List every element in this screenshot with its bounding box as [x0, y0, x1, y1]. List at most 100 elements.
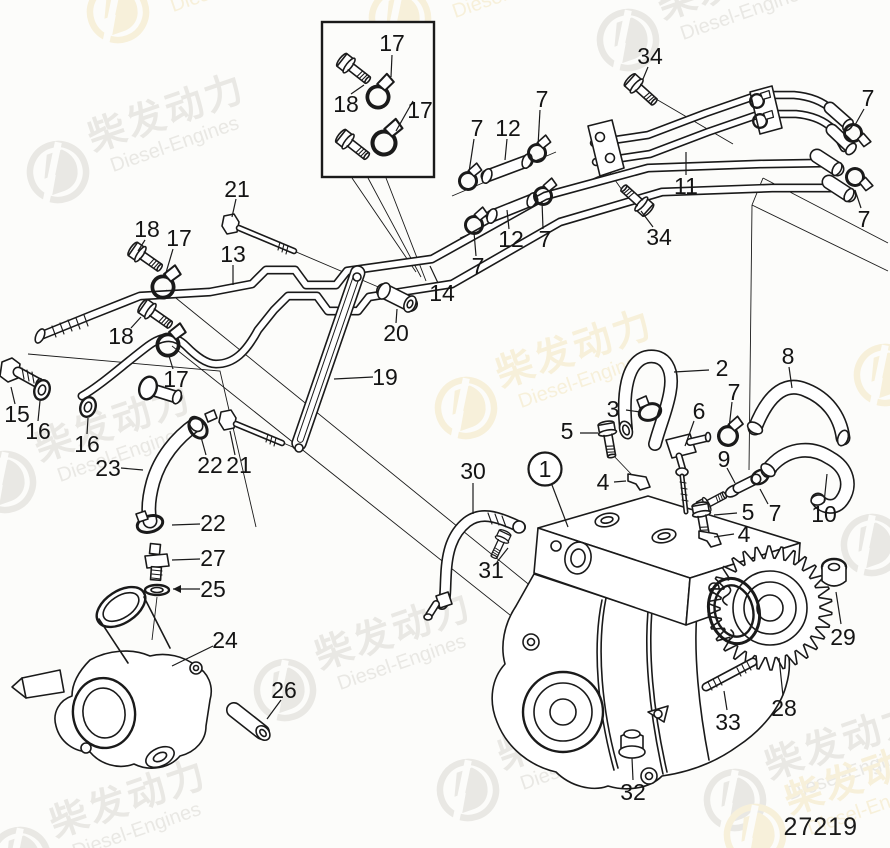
- callout-leader: [506, 209, 510, 230]
- stay-bracket: [291, 265, 366, 453]
- callout-leader: [854, 108, 865, 126]
- callout-34-3: 34: [637, 43, 663, 69]
- watermark-en-text: Diesel-Engines: [449, 0, 583, 23]
- callout-7-13: 7: [472, 253, 485, 279]
- callout-leader: [164, 248, 174, 277]
- callout-7-4: 7: [536, 86, 549, 112]
- callout-leader: [229, 430, 236, 456]
- callout-leader: [171, 523, 201, 526]
- callout-4-43: 4: [738, 521, 751, 547]
- callout-26-48: 26: [271, 677, 297, 703]
- watermark-logo-icon: [853, 343, 890, 407]
- callout-7-41: 7: [769, 500, 782, 526]
- callout-2-29: 2: [716, 355, 729, 381]
- callout-leader: [642, 66, 649, 80]
- callout-leader: [640, 210, 654, 228]
- callout-17-21: 17: [163, 366, 189, 392]
- watermark-logo-icon: [86, 0, 150, 44]
- callout-1-37: 1: [539, 456, 552, 482]
- callout-leader: [168, 355, 174, 370]
- callout-leader: [713, 512, 738, 516]
- callout-leader: [37, 400, 41, 422]
- callout-leader: [625, 409, 641, 413]
- callout-21-14: 21: [224, 176, 250, 202]
- callout-7-12: 7: [539, 226, 552, 252]
- callout-leader: [395, 308, 398, 324]
- watermark-logo-icon: [0, 450, 37, 514]
- callout-5-34: 5: [561, 418, 574, 444]
- callout-9-35: 9: [718, 446, 731, 472]
- leader-arrowhead: [173, 585, 181, 593]
- watermark-en-text: Diesel-Engines: [167, 0, 301, 17]
- callout-32-52: 32: [620, 779, 646, 805]
- callout-17-0: 17: [379, 30, 405, 56]
- callout-11-8: 11: [674, 173, 698, 199]
- callout-leader: [551, 484, 569, 528]
- callout-3-30: 3: [607, 396, 620, 422]
- callout-7-5: 7: [471, 115, 484, 141]
- left-fittings: [0, 239, 192, 418]
- callout-leader: [171, 558, 201, 561]
- coolant-pipes: [34, 148, 857, 401]
- watermark-logo-icon: [596, 8, 660, 72]
- callout-leader: [728, 401, 733, 429]
- callout-leader: [631, 757, 634, 781]
- callout-leader: [759, 488, 769, 505]
- callout-21-28: 21: [226, 452, 252, 478]
- callout-30-36: 30: [460, 458, 486, 484]
- callout-leader: [713, 533, 735, 538]
- callout-18-15: 18: [134, 216, 160, 242]
- callout-leader: [10, 386, 16, 405]
- callout-16-25: 16: [74, 431, 100, 457]
- upper-pipes-11: [587, 85, 876, 197]
- callout-leader: [130, 316, 142, 329]
- callout-leader: [231, 198, 237, 218]
- callout-5-40: 5: [742, 499, 755, 525]
- callout-17-2: 17: [407, 97, 433, 123]
- callout-28-50: 28: [771, 695, 797, 721]
- callout-leader: [541, 200, 544, 230]
- callout-33-51: 33: [715, 709, 741, 735]
- watermark-logo-icon: [0, 826, 52, 848]
- callout-circle: [527, 451, 563, 487]
- callout-19-22: 19: [372, 364, 398, 390]
- callout-leader: [171, 645, 214, 667]
- callout-leader: [266, 699, 282, 720]
- callout-6-32: 6: [693, 398, 706, 424]
- callout-7-31: 7: [728, 379, 741, 405]
- head-fittings: [423, 70, 855, 621]
- callout-29-49: 29: [830, 624, 856, 650]
- watermark-logo-icon: [26, 140, 90, 204]
- callout-leader: [778, 657, 784, 697]
- callout-leader: [395, 100, 414, 132]
- callout-12-6: 12: [495, 115, 521, 141]
- gear-drive: [618, 545, 848, 759]
- callout-leader: [429, 265, 439, 284]
- callout-leader: [350, 84, 365, 95]
- callout-25-46: 25: [200, 576, 226, 602]
- callout-leader: [468, 138, 475, 173]
- callout-leader: [200, 436, 207, 456]
- clamp-rails: [454, 132, 563, 237]
- callout-leader: [496, 547, 509, 563]
- callout-4-38: 4: [597, 469, 610, 495]
- callout-leader: [835, 591, 842, 625]
- callout-27-45: 27: [200, 545, 226, 571]
- callout-22-27: 22: [197, 452, 223, 478]
- callout-14-18: 14: [429, 280, 455, 306]
- mount-bolts: [218, 213, 418, 447]
- callout-15-23: 15: [4, 401, 30, 427]
- callout-16-24: 16: [25, 418, 51, 444]
- callout-leader: [823, 473, 828, 504]
- callout-13-17: 13: [220, 241, 246, 267]
- callout-23-26: 23: [95, 455, 121, 481]
- callout-leader: [473, 231, 477, 257]
- callout-7-9: 7: [858, 206, 871, 232]
- callout-10-42: 10: [811, 501, 837, 527]
- callout-leader: [854, 189, 862, 209]
